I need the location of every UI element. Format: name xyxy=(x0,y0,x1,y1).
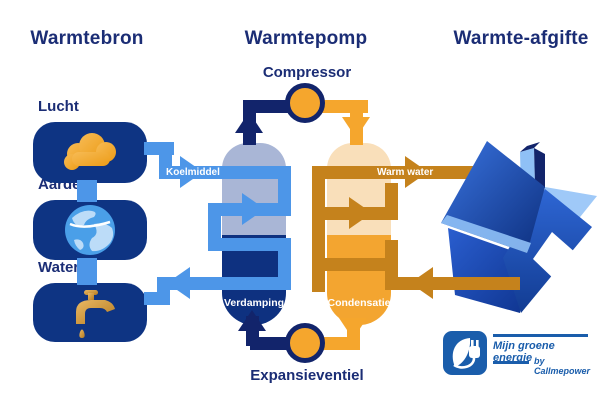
label-water: Water xyxy=(38,259,80,276)
header-warmte-afgifte: Warmte-afgifte xyxy=(453,28,589,49)
warm-water-pipe xyxy=(312,166,325,210)
arrow-left-return-water xyxy=(410,267,433,299)
warm-water-return-pipe xyxy=(385,277,520,290)
label-verdamping: Verdamping xyxy=(223,297,285,309)
logo-badge xyxy=(443,331,487,375)
arrow-right-warm-water xyxy=(405,156,428,188)
label-condensatie: Condensatie xyxy=(327,297,391,309)
label-koelmiddel: Koelmiddel xyxy=(166,167,220,178)
arrow-up-to-evaporator xyxy=(238,310,266,331)
condenser-bottom-half xyxy=(327,235,391,325)
header-warmtepomp: Warmtepomp xyxy=(244,28,368,49)
cloud-icon xyxy=(64,133,116,170)
source-connector-pipe xyxy=(77,180,97,202)
arrow-up-to-compressor xyxy=(235,112,263,133)
source-connector-pipe xyxy=(77,258,97,285)
warm-water-pipe xyxy=(312,258,398,271)
compressor-circle xyxy=(285,83,325,123)
arrow-right-koelmiddel xyxy=(180,156,203,188)
warm-water-pipe xyxy=(312,258,325,292)
label-compressor: Compressor xyxy=(262,64,352,81)
leaf-plug-icon xyxy=(452,338,480,369)
refrigerant-pipe xyxy=(208,238,291,251)
globe-icon xyxy=(65,205,115,255)
header-warmtebron: Warmtebron xyxy=(30,28,144,49)
arrow-down-to-condenser xyxy=(342,117,370,138)
logo-byline-rule xyxy=(493,361,529,364)
label-expansieventiel: Expansieventiel xyxy=(250,367,364,384)
tap-icon xyxy=(76,290,115,338)
arrow-right-evaporator-coil xyxy=(242,193,265,225)
refrigerant-return-pipe xyxy=(144,292,170,305)
warm-water-pipe xyxy=(312,166,497,179)
label-warm-water: Warm water xyxy=(377,167,434,178)
arrow-down-to-valve xyxy=(339,318,367,339)
logo-rule xyxy=(493,334,588,337)
arrow-right-condenser-coil xyxy=(349,197,372,229)
expansion-valve-circle xyxy=(285,323,325,363)
warm-water-pipe xyxy=(385,183,398,220)
warm-water-pipe xyxy=(312,220,325,265)
arrow-left-to-source xyxy=(167,267,190,299)
refrigerant-return-pipe xyxy=(157,277,291,290)
label-lucht: Lucht xyxy=(38,98,79,115)
expansion-pipe xyxy=(250,337,290,350)
logo-byline-text: by Callmepower xyxy=(534,356,591,376)
house-icon xyxy=(441,141,597,313)
